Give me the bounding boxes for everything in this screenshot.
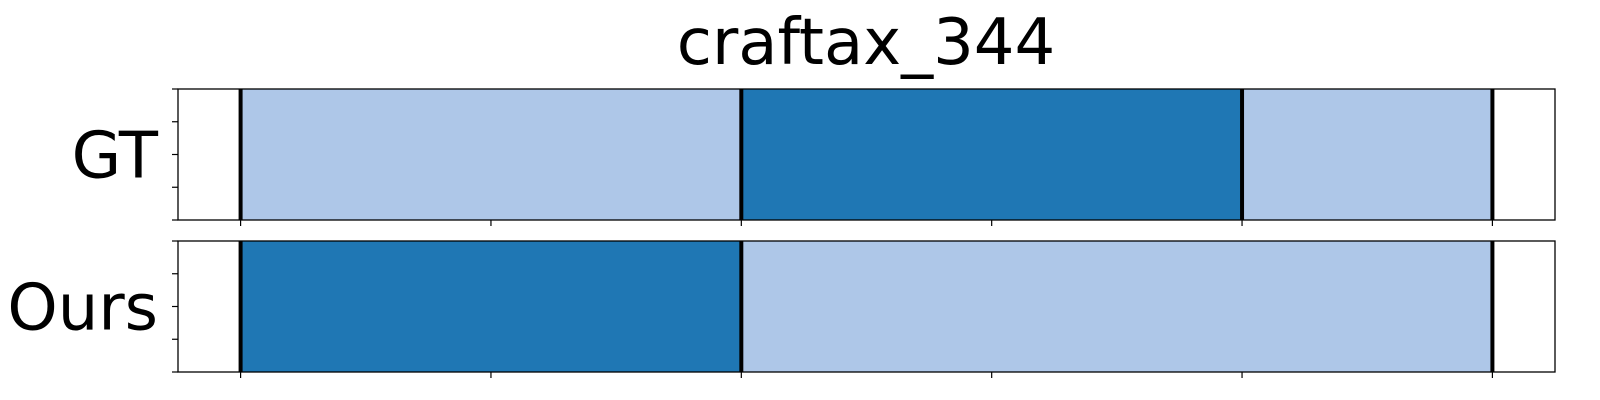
- row-ours: Ours: [7, 240, 1556, 378]
- segment-gt-2: [1242, 89, 1493, 220]
- row-label: Ours: [7, 272, 158, 346]
- row-label: GT: [72, 120, 159, 194]
- chart-title: craftax_344: [677, 6, 1055, 80]
- segment-gt-1: [741, 89, 1243, 220]
- chart-rows: GT Ours: [7, 88, 1556, 378]
- segment-gt-0: [240, 89, 742, 220]
- row-gt: GT: [72, 88, 1556, 226]
- segment-ours-1: [741, 241, 1493, 372]
- segment-ours-0: [240, 241, 742, 372]
